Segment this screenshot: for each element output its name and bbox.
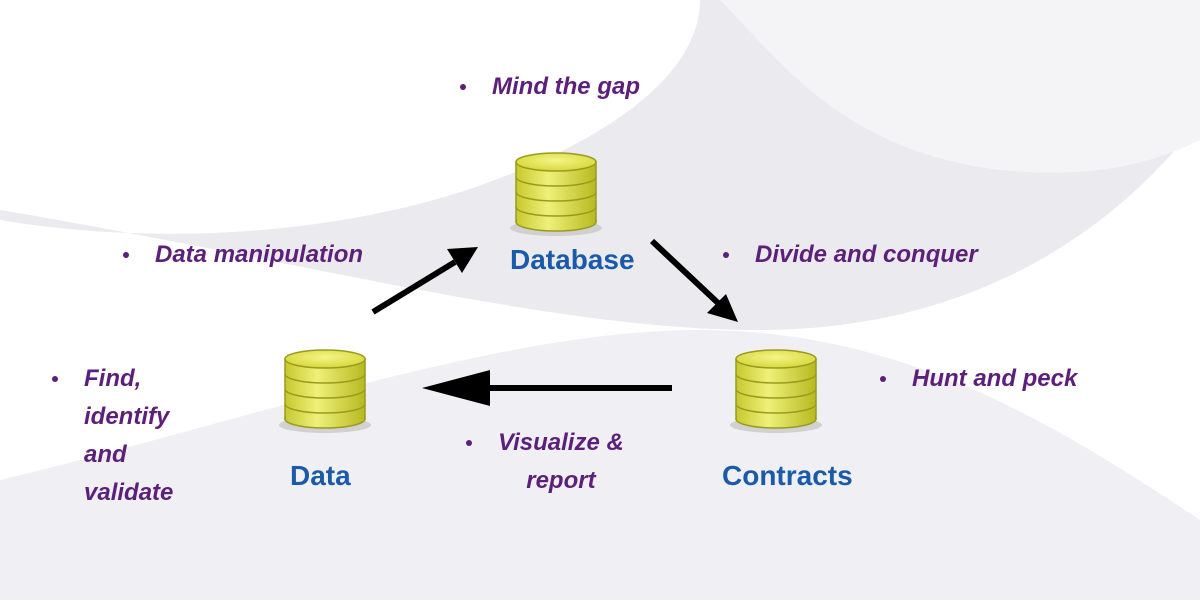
data-store-icon [278,349,372,433]
node-label-database: Database [510,244,635,275]
arrow-contracts-to-data [422,370,672,406]
contracts-store-icon [729,349,823,433]
arrow-database-to-contracts [649,238,738,322]
note-text: Hunt and peck [912,365,1078,392]
bullet-dot [466,440,472,446]
note-text: Divide and conquer [755,241,978,268]
note-text: Visualize & report [498,429,624,494]
note-hunt-and-peck: Hunt and peck [880,360,1077,398]
database-icon [509,152,603,236]
bullet-dot [723,252,729,258]
note-text: Find, identify and validate [84,365,174,506]
bullet-dot [880,376,886,382]
node-label-contracts: Contracts [722,460,853,491]
note-data-manipulation: Data manipulation [123,236,363,274]
note-find-identify-validate: Find, identify and validate [52,360,173,512]
bullet-dot [123,252,129,258]
note-divide-and-conquer: Divide and conquer [723,236,978,274]
note-visualize-and-report: Visualize & report [466,424,624,500]
note-mind-the-gap: Mind the gap [460,68,640,106]
bullet-dot [460,84,466,90]
note-text: Mind the gap [492,73,640,100]
bullet-dot [52,376,58,382]
note-text: Data manipulation [155,241,364,268]
node-label-data: Data [290,460,351,491]
arrow-data-to-database [371,247,478,315]
